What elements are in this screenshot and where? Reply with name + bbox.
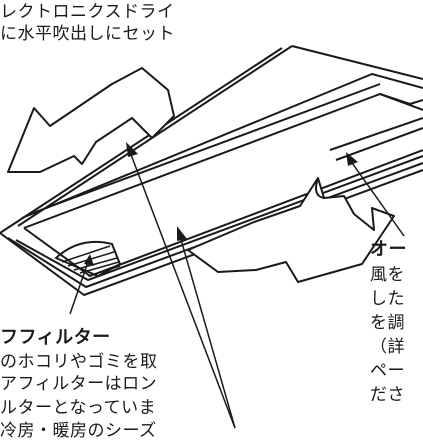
callout-top-line-2: に水平吹出しにセット xyxy=(0,24,175,44)
callout-right-line-3: を調 xyxy=(370,313,405,333)
arrowhead-lower-louver xyxy=(177,226,187,241)
callout-right-title: オー xyxy=(370,239,407,260)
leader-line-right xyxy=(349,159,405,237)
callout-left-line-1: のホコリやゴミを取 xyxy=(0,352,158,372)
callout-left-title: フフィルター xyxy=(0,327,111,348)
arrowhead-upper-louver xyxy=(126,142,138,157)
callout-right-line-6: ださ xyxy=(370,385,405,405)
arrowhead-right xyxy=(346,152,358,166)
callout-left-line-3: ルターとなっていま xyxy=(0,398,157,418)
callout-left-line-2: アフィルターはロン xyxy=(0,374,158,394)
callout-right-line-2: した xyxy=(370,289,405,309)
airflow-arrow-upper-left xyxy=(7,67,175,173)
callout-right-line-4: （詳 xyxy=(370,337,405,357)
callout-left-line-4: 冷房・暖房のシーズ xyxy=(0,421,157,441)
leader-line-lower-louver xyxy=(179,235,236,429)
callout-top-line-1: レクトロニクスドライ xyxy=(0,2,175,22)
arrowheads xyxy=(84,142,358,266)
leader-line-upper-louver xyxy=(129,151,236,429)
callout-right-line-1: 風を xyxy=(370,265,405,285)
arrowhead-filter xyxy=(84,254,94,266)
airflow-arrow-lower-right xyxy=(187,177,395,283)
leader-lines xyxy=(69,151,405,429)
callout-right-line-5: ペー xyxy=(370,361,405,381)
leader-line-filter xyxy=(69,261,89,315)
